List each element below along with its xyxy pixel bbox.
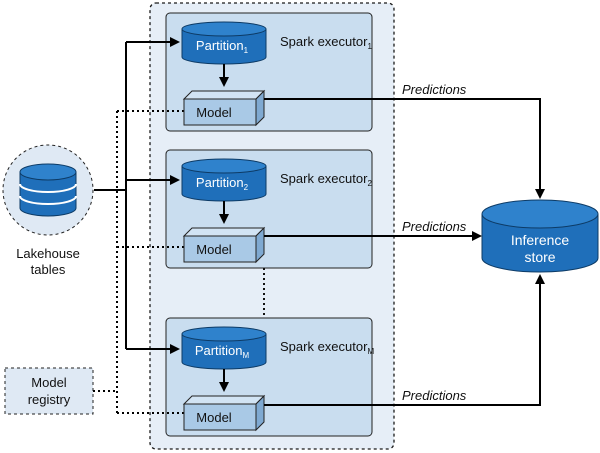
executor-label: Spark executorM [280, 339, 374, 356]
executor-label: Spark executor2 [280, 171, 372, 188]
registry-distribution-lines [93, 110, 184, 414]
inference-store-label-line2: store [524, 249, 555, 265]
partition-label: PartitionM [195, 343, 250, 360]
inference-store-label-line1: Inference [511, 232, 570, 248]
predictions-label: Predictions [402, 388, 467, 403]
partition-label: Partition2 [196, 175, 249, 192]
lakehouse-database-icon [19, 163, 77, 217]
model-box [182, 394, 266, 432]
model-box [182, 226, 266, 264]
registry-label-line2: registry [28, 392, 71, 407]
executor-label: Spark executor1 [280, 34, 372, 51]
model-label: Model [196, 410, 232, 425]
partition-cylinder [181, 21, 267, 65]
partition-cylinder [181, 326, 267, 370]
lakehouse-label-line2: tables [31, 262, 66, 277]
partition-cylinder [181, 158, 267, 202]
model-box [182, 89, 266, 127]
prediction-arrows [264, 98, 545, 406]
inference-store-cylinder [481, 199, 599, 273]
lakehouse-label-line1: Lakehouse [16, 246, 80, 261]
predictions-label: Predictions [402, 82, 467, 97]
registry-label-line1: Model [31, 375, 67, 390]
lakehouse-fanout-lines [94, 37, 180, 354]
model-label: Model [196, 105, 232, 120]
partition-label: Partition1 [196, 38, 249, 55]
predictions-label: Predictions [402, 219, 467, 234]
executor-3-contents: PartitionM Spark executorM Model [181, 326, 374, 432]
model-label: Model [196, 242, 232, 257]
